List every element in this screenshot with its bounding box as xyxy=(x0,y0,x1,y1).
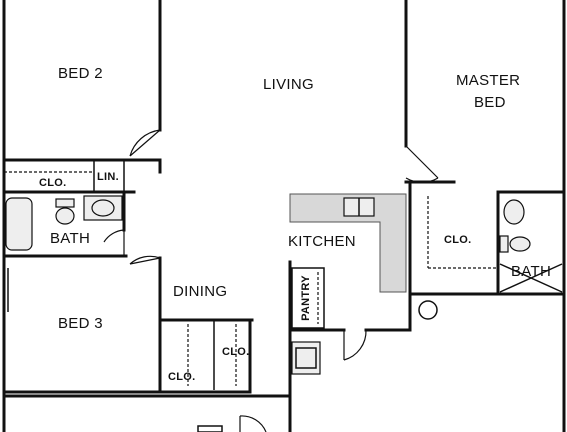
bathtub xyxy=(5,197,33,251)
label-bed2: BED 2 xyxy=(58,65,103,82)
label-dining: DINING xyxy=(173,283,228,300)
door-bed2 xyxy=(129,129,161,157)
toilet-bowl-left xyxy=(55,207,75,225)
label-pantry: PANTRY xyxy=(299,275,312,321)
label-hall-closet-1: CLO. xyxy=(168,371,196,383)
door-kitchen xyxy=(343,329,367,361)
label-master-line2: BED xyxy=(474,94,506,111)
label-linen: LIN. xyxy=(97,171,119,183)
toilet-tank-left xyxy=(55,198,75,208)
door-master xyxy=(405,145,439,183)
range-inner xyxy=(295,347,317,369)
sink-master xyxy=(503,199,525,225)
door-bath-left xyxy=(103,229,125,256)
sink-left xyxy=(91,199,115,217)
toilet-tank-master xyxy=(499,235,509,253)
water-heater xyxy=(418,300,438,320)
shower-diagonal-2 xyxy=(499,263,563,293)
door-bed3 xyxy=(129,255,161,265)
pantry-box xyxy=(291,267,325,329)
entry-fixture xyxy=(197,425,223,432)
label-bath-left: BATH xyxy=(50,230,91,247)
label-master-bath: BATH xyxy=(511,263,552,280)
door-entry xyxy=(239,415,267,432)
label-master-closet: CLO. xyxy=(444,234,472,246)
label-hall-closet-2: CLO. xyxy=(222,346,250,358)
label-living: LIVING xyxy=(263,76,314,93)
label-kitchen: KITCHEN xyxy=(288,233,356,250)
kitchen-counter xyxy=(289,193,407,293)
label-master-line1: MASTER xyxy=(456,72,521,89)
label-bed2-closet: CLO. xyxy=(39,177,67,189)
toilet-bowl-master xyxy=(509,236,531,252)
label-bed3: BED 3 xyxy=(58,315,103,332)
